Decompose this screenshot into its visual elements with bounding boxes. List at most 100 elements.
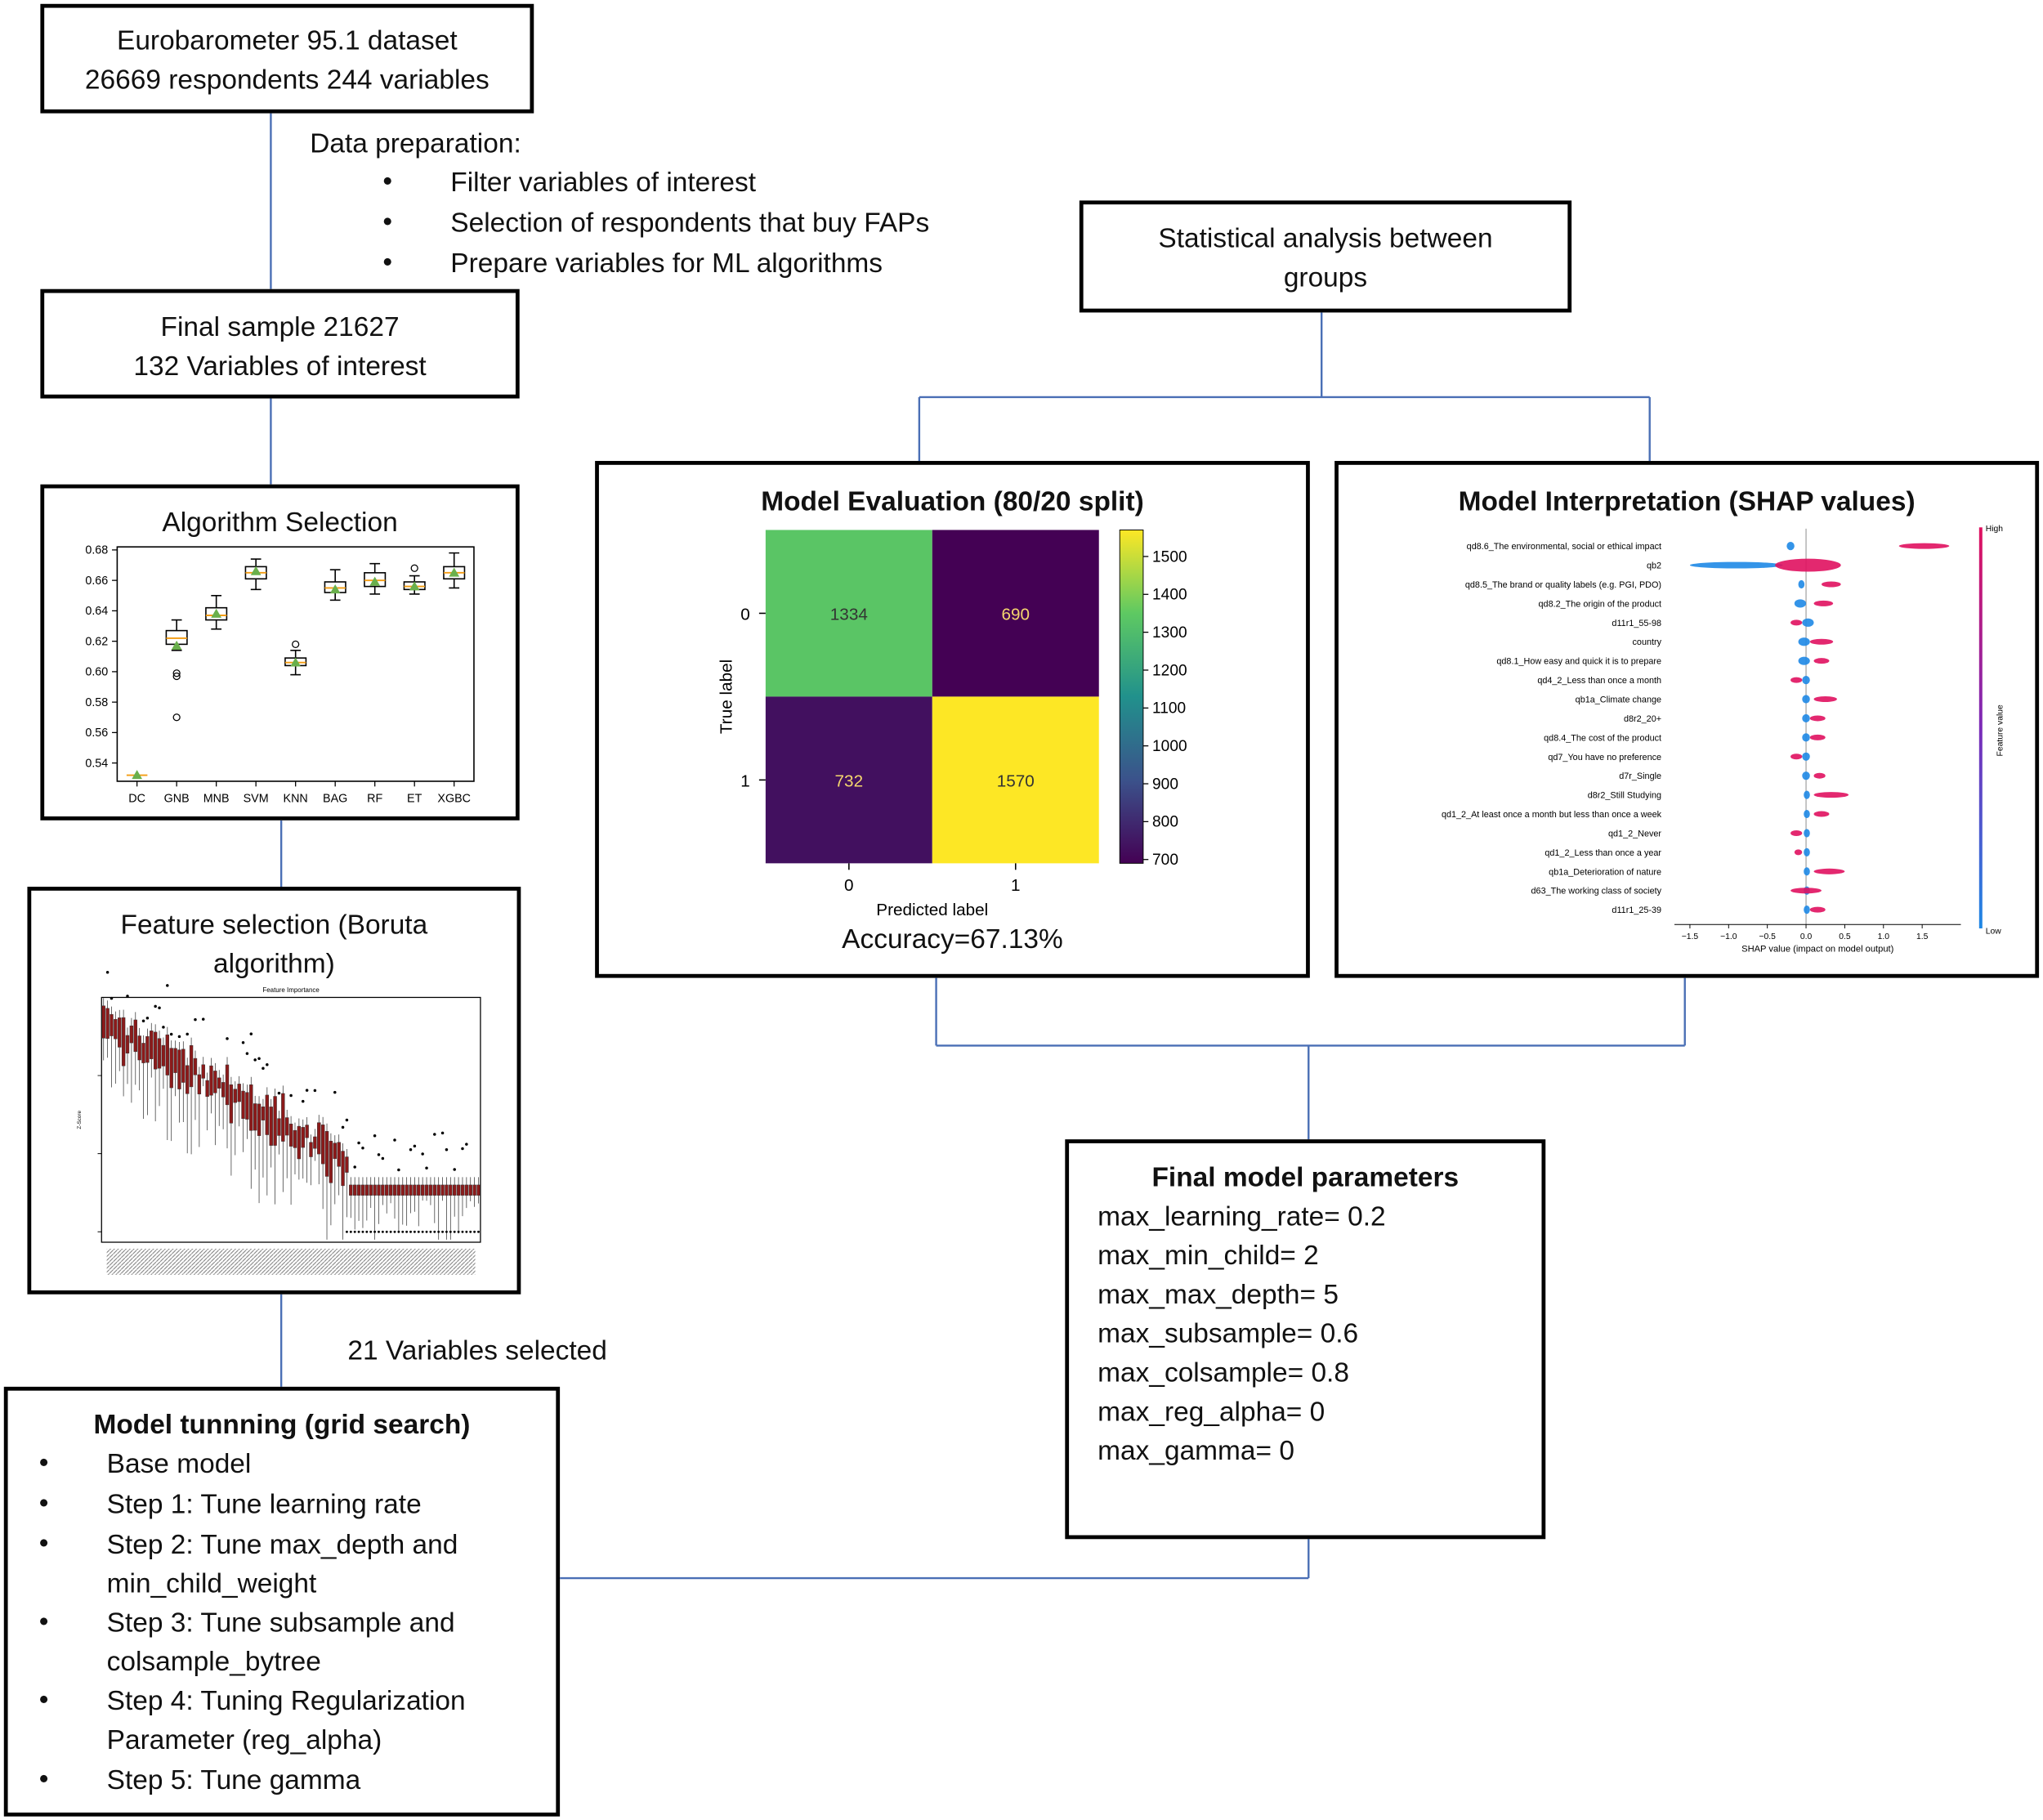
boruta-box xyxy=(281,1093,285,1142)
boruta-outlier xyxy=(145,1016,150,1020)
mean-marker xyxy=(250,566,262,575)
boruta-box xyxy=(169,1048,173,1089)
boruta-title: Feature Importance xyxy=(262,986,320,994)
boruta-box xyxy=(337,1142,341,1167)
shap-high-points xyxy=(1790,830,1803,836)
shap-high-points xyxy=(1790,677,1803,683)
boruta-box xyxy=(265,1094,270,1135)
shap-high-points xyxy=(1809,906,1826,913)
boruta-box xyxy=(405,1184,409,1196)
boruta-outlier xyxy=(417,1230,420,1233)
boruta-outlier xyxy=(373,1230,377,1233)
boruta-outlier xyxy=(257,1057,261,1061)
shap-high-points xyxy=(1790,753,1803,760)
boruta-outlier xyxy=(162,1026,165,1029)
outlier xyxy=(172,669,181,677)
boruta-box xyxy=(177,1049,181,1089)
boruta-outlier xyxy=(353,1230,356,1233)
shap-x-tick-label: 1.0 xyxy=(1878,932,1890,941)
shap-feature-label: qd8.1_How easy and quick it is to prepar… xyxy=(1496,657,1661,667)
cm-y-tick-label: 1 xyxy=(740,771,750,790)
shap-high-points xyxy=(1813,658,1830,664)
shap-high-points xyxy=(1813,772,1826,779)
shap-high-points xyxy=(1809,715,1826,722)
y-tick-label: 0.56 xyxy=(85,727,108,740)
shap-x-tick-label: −1.0 xyxy=(1720,932,1737,941)
boruta-outlier xyxy=(241,1041,245,1044)
parameter-item: max_reg_alpha= 0 xyxy=(1097,1397,1325,1428)
boruta-box xyxy=(440,1184,445,1196)
colorbar-tick-label: 800 xyxy=(1152,814,1178,831)
accuracy-label: Accuracy=67.13% xyxy=(842,924,1063,955)
parameter-item: max_learning_rate= 0.2 xyxy=(1097,1201,1386,1232)
cm-cell xyxy=(932,530,1099,697)
boruta-outlier xyxy=(441,1230,444,1233)
boruta-outlier xyxy=(226,1037,229,1040)
dataset-line2: 26669 respondents 244 variables xyxy=(84,65,490,96)
y-tick-label: 0.68 xyxy=(85,544,108,557)
boruta-box xyxy=(157,1038,162,1069)
boruta-outlier xyxy=(126,995,129,998)
final-parameters-title: Final model parameters xyxy=(1151,1162,1460,1193)
boruta-outlier xyxy=(105,970,110,974)
boruta-outlier xyxy=(449,1230,452,1233)
x-tick-label: BAG xyxy=(323,792,347,805)
boruta-outlier xyxy=(433,1133,436,1136)
boruta-box xyxy=(428,1184,433,1196)
colorbar-tick-label: 700 xyxy=(1152,852,1178,869)
boruta-box xyxy=(352,1184,357,1196)
boruta-outlier xyxy=(357,1141,360,1145)
boruta-outlier xyxy=(413,1144,417,1148)
boruta-outlier xyxy=(369,1230,373,1233)
boruta-outlier xyxy=(289,1093,293,1098)
boruta-box xyxy=(221,1082,226,1098)
colorbar-tick-label: 900 xyxy=(1152,776,1178,793)
boruta-box xyxy=(129,1025,134,1044)
boruta-outlier xyxy=(277,1091,281,1095)
shap-colorbar-low: Low xyxy=(1986,927,2002,936)
outlier xyxy=(410,564,418,572)
boruta-box xyxy=(181,1049,186,1083)
mean-marker xyxy=(409,581,420,591)
mean-marker xyxy=(171,640,182,651)
cm-value: 1570 xyxy=(997,771,1035,790)
prep-title: Data preparation: xyxy=(310,128,521,159)
mean-marker xyxy=(449,567,460,577)
shap-high-points xyxy=(1809,734,1826,740)
shap-x-tick-label: 0.0 xyxy=(1800,932,1813,941)
boruta-box xyxy=(101,1005,105,1039)
prep-bullet-text: Selection of respondents that buy FAPs xyxy=(450,208,930,239)
shap-low-points xyxy=(1804,809,1810,819)
boruta-outlier xyxy=(445,1230,448,1233)
boruta-box xyxy=(413,1184,417,1196)
outlier xyxy=(172,713,181,722)
shap-high-points xyxy=(1813,600,1834,606)
colorbar-tick-label: 1400 xyxy=(1152,587,1187,604)
boruta-box xyxy=(110,1013,114,1036)
boruta-box xyxy=(225,1064,230,1106)
x-tick-label: RF xyxy=(367,792,382,805)
shap-high-points xyxy=(1813,792,1849,798)
boruta-outlier xyxy=(301,1099,305,1103)
boruta-box xyxy=(118,1017,122,1048)
shap-low-points xyxy=(1689,561,1783,569)
boruta-ylabel: Z-Score xyxy=(77,1110,83,1129)
boruta-outlier xyxy=(453,1230,456,1233)
shap-feature-label: d7r_Single xyxy=(1619,771,1661,781)
boruta-outlier xyxy=(421,1152,424,1156)
boruta-box xyxy=(345,1156,349,1173)
shap-low-points xyxy=(1804,847,1810,856)
shap-x-tick-label: −1.5 xyxy=(1682,932,1699,941)
parameter-item: max_colsample= 0.8 xyxy=(1097,1357,1349,1388)
boruta-outlier xyxy=(365,1230,369,1233)
shap-feature-label: qd1_2_At least once a month but less tha… xyxy=(1442,810,1662,820)
boruta-outlier xyxy=(477,1230,480,1233)
boruta-box xyxy=(417,1184,421,1196)
boruta-box xyxy=(285,1117,289,1136)
boruta-outlier xyxy=(341,1125,345,1129)
boruta-box xyxy=(241,1090,245,1120)
model-interpretation-box: Model Interpretation (SHAP values) −1.5−… xyxy=(1334,461,2040,978)
